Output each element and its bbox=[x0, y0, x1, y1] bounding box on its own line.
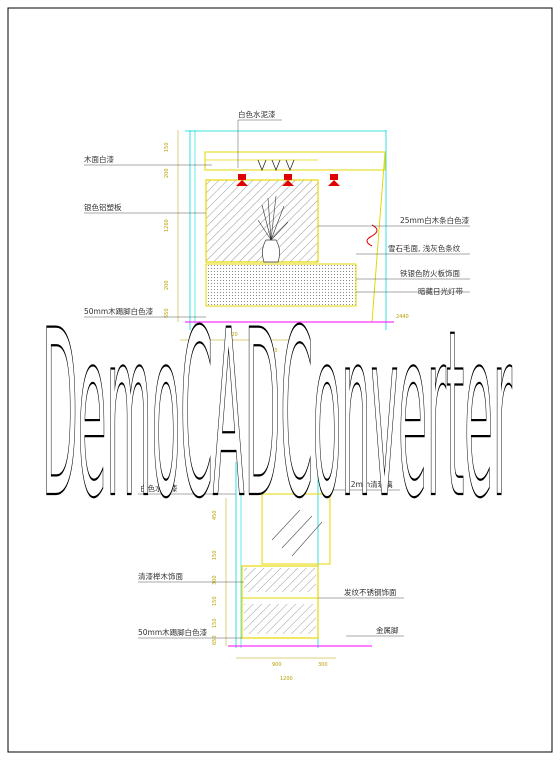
lower-bottom-dim-2: 300 bbox=[318, 662, 328, 668]
label-skirting-bottom: 50mm木踢脚白色漆 bbox=[138, 627, 208, 637]
lower-dim-6: 650 bbox=[212, 635, 218, 645]
lower-dim-1: 450 bbox=[212, 510, 218, 520]
upper-bottom-dim-2: 1420 bbox=[225, 332, 238, 338]
upper-bottom-dim-3: 900 bbox=[268, 348, 278, 354]
cabinet-hatch-bottom bbox=[244, 604, 316, 634]
ceiling-band bbox=[204, 151, 386, 171]
label-beech-wood: 清漆榉木饰面 bbox=[138, 571, 183, 581]
lower-total-dim: 1200 bbox=[280, 676, 293, 682]
right-jamb bbox=[371, 151, 386, 323]
label-white-paint-mid: 白色水泥漆 bbox=[140, 483, 178, 493]
lower-dim-3: 300 bbox=[212, 575, 218, 585]
glass-hatch bbox=[271, 509, 323, 557]
cabinet-hatch-top bbox=[244, 568, 316, 592]
upper-dim-5: 550 bbox=[164, 308, 170, 318]
hatched-panel bbox=[205, 179, 319, 263]
glass-panel bbox=[261, 493, 331, 565]
label-light-strip: 暗藏日光灯带 bbox=[418, 286, 463, 296]
cabinet bbox=[241, 565, 319, 639]
upper-dim-1: 150 bbox=[164, 142, 170, 152]
break-mark bbox=[366, 224, 378, 247]
lamp-1 bbox=[236, 174, 248, 186]
lower-section: 450 150 300 150 150 650 900 300 1200 白色水… bbox=[138, 462, 404, 682]
label-glass: 12mm清玻璃 bbox=[346, 479, 393, 489]
upper-dim-4: 200 bbox=[164, 280, 170, 290]
label-marble-edge: 雪石毛面, 浅灰色条纹 bbox=[388, 243, 461, 253]
label-metal-foot: 金属脚 bbox=[376, 625, 399, 635]
pendant-fixture bbox=[257, 159, 295, 172]
upper-dim-3: 1260 bbox=[164, 219, 170, 232]
label-silver-board: 银色铝塑板 bbox=[84, 202, 122, 212]
dotted-shelf bbox=[205, 263, 357, 307]
sheet-border bbox=[7, 7, 553, 753]
label-white-paint-top: 白色水泥漆 bbox=[238, 109, 276, 119]
lower-dim-4: 150 bbox=[212, 596, 218, 606]
lower-dim-2: 150 bbox=[212, 550, 218, 560]
watermark: DemoCADConverter bbox=[42, 280, 512, 548]
vase-plant-icon bbox=[257, 195, 289, 263]
label-fire-board: 铁银色防火板饰面 bbox=[400, 268, 460, 278]
upper-dim-2: 200 bbox=[164, 168, 170, 178]
label-skirting-top: 50mm木踢脚白色漆 bbox=[84, 306, 154, 316]
label-stainless: 发纹不锈钢饰面 bbox=[344, 587, 397, 597]
upper-bottom-dim-1: 300 bbox=[198, 332, 208, 338]
lamp-2 bbox=[282, 174, 294, 186]
lower-bottom-dim-1: 900 bbox=[272, 662, 282, 668]
label-wood-strip: 25mm白木条白色漆 bbox=[400, 215, 470, 225]
upper-right-dim: 2440 bbox=[396, 314, 409, 320]
upper-elevation: 150 200 1260 200 550 300 1420 900 2440 白… bbox=[84, 109, 470, 354]
leader-white-paint-top bbox=[237, 119, 282, 168]
lamp-3 bbox=[328, 174, 340, 186]
lower-dim-5: 150 bbox=[212, 618, 218, 628]
label-wood-white: 木面白漆 bbox=[84, 154, 114, 164]
